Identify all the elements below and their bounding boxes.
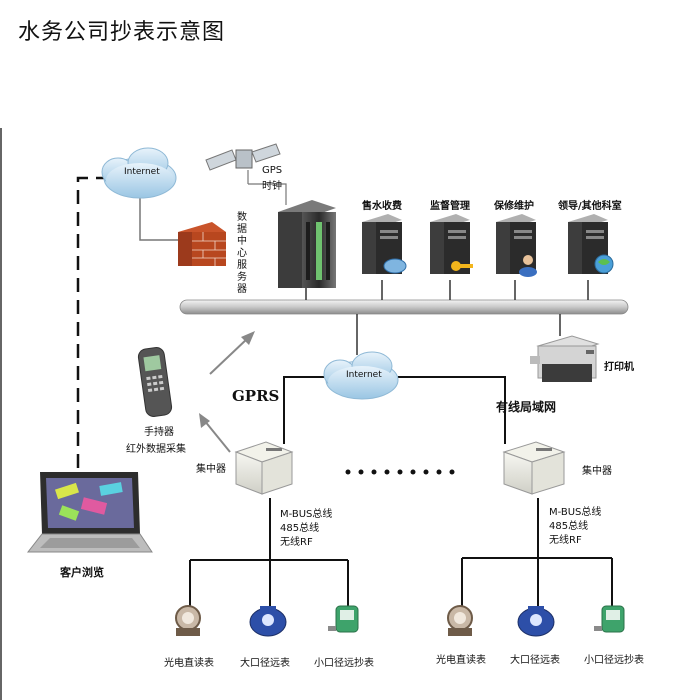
- bus-485-label: 485总线: [280, 523, 320, 534]
- concentrator-label-left: 集中器: [196, 464, 226, 475]
- data-center-label: 数据中心服务器: [237, 212, 247, 295]
- small-bore-meter-icon: [594, 605, 625, 633]
- cloud-firewall-link: [139, 198, 178, 241]
- server-label-billing: 售水收费: [362, 201, 402, 212]
- server-icon: [362, 214, 407, 274]
- meter-label-large-bore: 大口径远表: [240, 658, 290, 669]
- bus-labels-left: M-BUS总线 485总线 无线RF: [280, 508, 332, 550]
- firewall-icon: [178, 222, 226, 266]
- photoelectric-meter-icon: [447, 605, 473, 636]
- gps-clock-label: 时钟: [262, 181, 282, 192]
- arrowhead-1: [241, 331, 255, 345]
- bus-mbus-label: M-BUS总线: [280, 509, 333, 520]
- cloud-left-link: [283, 376, 326, 444]
- concentrator-icon: [234, 441, 294, 495]
- data-center-server-icon: [278, 200, 336, 288]
- gprs-label: GPRS: [232, 387, 280, 405]
- backbone-bus: [179, 299, 629, 315]
- page-title: 水务公司抄表示意图: [18, 20, 226, 45]
- handheld-label: 手持器: [144, 427, 174, 438]
- printer-label: 打印机: [604, 362, 634, 373]
- server-icon: [430, 214, 473, 274]
- bus-rf-label: 无线RF: [280, 537, 313, 548]
- gps-satellite-icon: [205, 143, 281, 171]
- large-bore-meter-icon: [517, 606, 555, 637]
- large-bore-meter-icon: [249, 606, 287, 637]
- server-label-supervision: 监督管理: [430, 201, 470, 212]
- meter-label-photoelectric: 光电直读表: [436, 655, 486, 666]
- bus-mbus-label: M-BUS总线: [549, 507, 602, 518]
- internet-cloud-icon: [101, 147, 177, 199]
- meter-label-large-bore: 大口径远表: [510, 655, 560, 666]
- lan-label: 有线局域网: [496, 400, 557, 414]
- server-label-maintenance: 保修维护: [494, 201, 534, 212]
- meter-label-photoelectric: 光电直读表: [164, 658, 214, 669]
- ellipsis-dots: [345, 469, 455, 475]
- gps-link-2: [248, 183, 287, 205]
- printer-icon: [530, 335, 600, 382]
- internet-cloud-icon: [323, 351, 399, 400]
- bus-485-label: 485总线: [549, 521, 589, 532]
- dashed-link: [76, 176, 110, 470]
- small-bore-meter-icon: [328, 605, 359, 633]
- gprs-arrow-1: [209, 337, 249, 375]
- server-label-leadership: 领导/其他科室: [558, 201, 622, 212]
- cloud-right-link: [398, 376, 506, 444]
- gps-label: GPS: [262, 165, 283, 176]
- photoelectric-meter-icon: [175, 605, 201, 636]
- laptop-icon: [26, 472, 153, 553]
- internet-label: Internet: [124, 167, 160, 177]
- gprs-arrow-2: [203, 419, 231, 453]
- meter-label-small-bore: 小口径远抄表: [584, 655, 644, 666]
- internet-label: Internet: [346, 370, 382, 380]
- bus-labels-right: M-BUS总线 485总线 无线RF: [549, 506, 601, 548]
- server-icon: [496, 214, 537, 277]
- server-icon: [568, 214, 614, 274]
- arrowhead-2: [199, 413, 210, 428]
- concentrator-label-right: 集中器: [582, 466, 612, 477]
- meter-label-small-bore: 小口径远抄表: [314, 658, 374, 669]
- client-browse-label: 客户浏览: [60, 566, 104, 579]
- handheld-device-icon: [137, 347, 173, 417]
- concentrator-icon: [502, 441, 566, 495]
- handheld-caption: 红外数据采集: [126, 444, 186, 455]
- bus-rf-label: 无线RF: [549, 535, 582, 546]
